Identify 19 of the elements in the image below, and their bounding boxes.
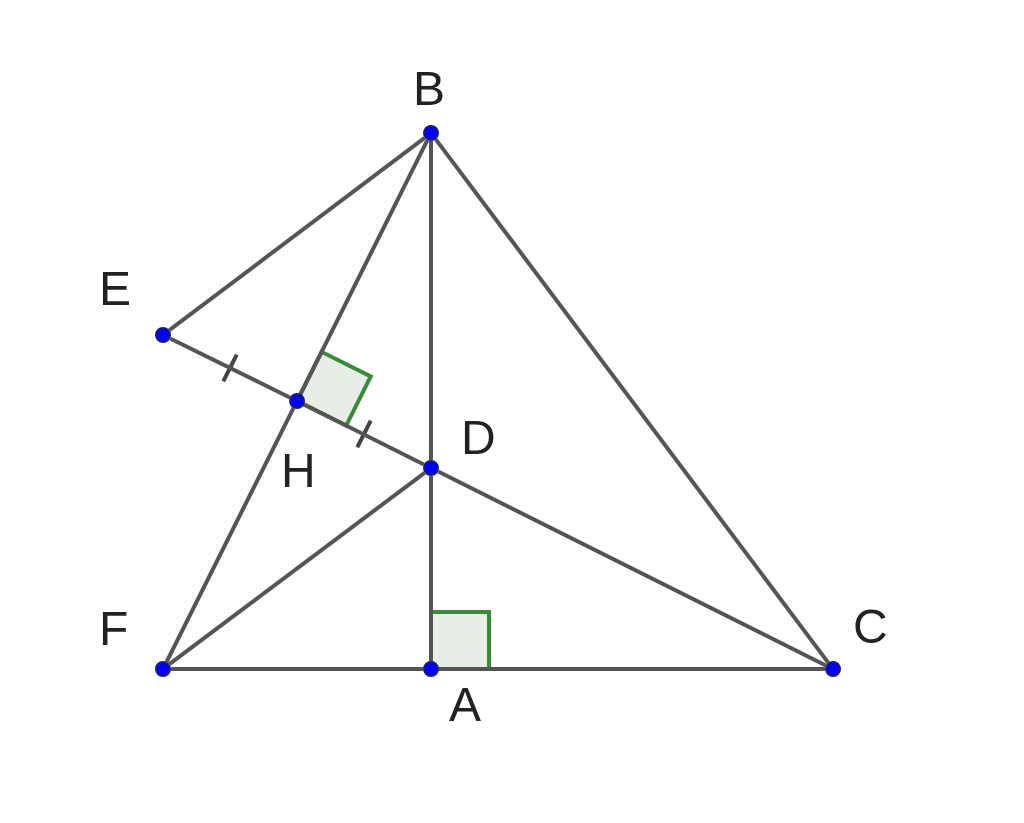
line-segment (298, 139, 430, 395)
line-segment (437, 469, 827, 668)
line-segment (439, 667, 825, 671)
point-label: H (281, 447, 316, 495)
line-segment (168, 136, 426, 332)
line-segment (169, 336, 291, 400)
point-label: D (461, 414, 496, 462)
point-label: F (99, 605, 129, 653)
point-label: B (413, 65, 445, 113)
line-segment (171, 667, 423, 671)
point-label: C (853, 603, 888, 651)
line-segment (434, 138, 830, 664)
line-segment (303, 402, 425, 467)
point-label: E (99, 265, 131, 313)
point-label: A (449, 681, 481, 729)
line-segment (168, 471, 426, 666)
line-segment (429, 476, 433, 661)
line-segment (429, 141, 433, 460)
line-segment (164, 407, 296, 663)
